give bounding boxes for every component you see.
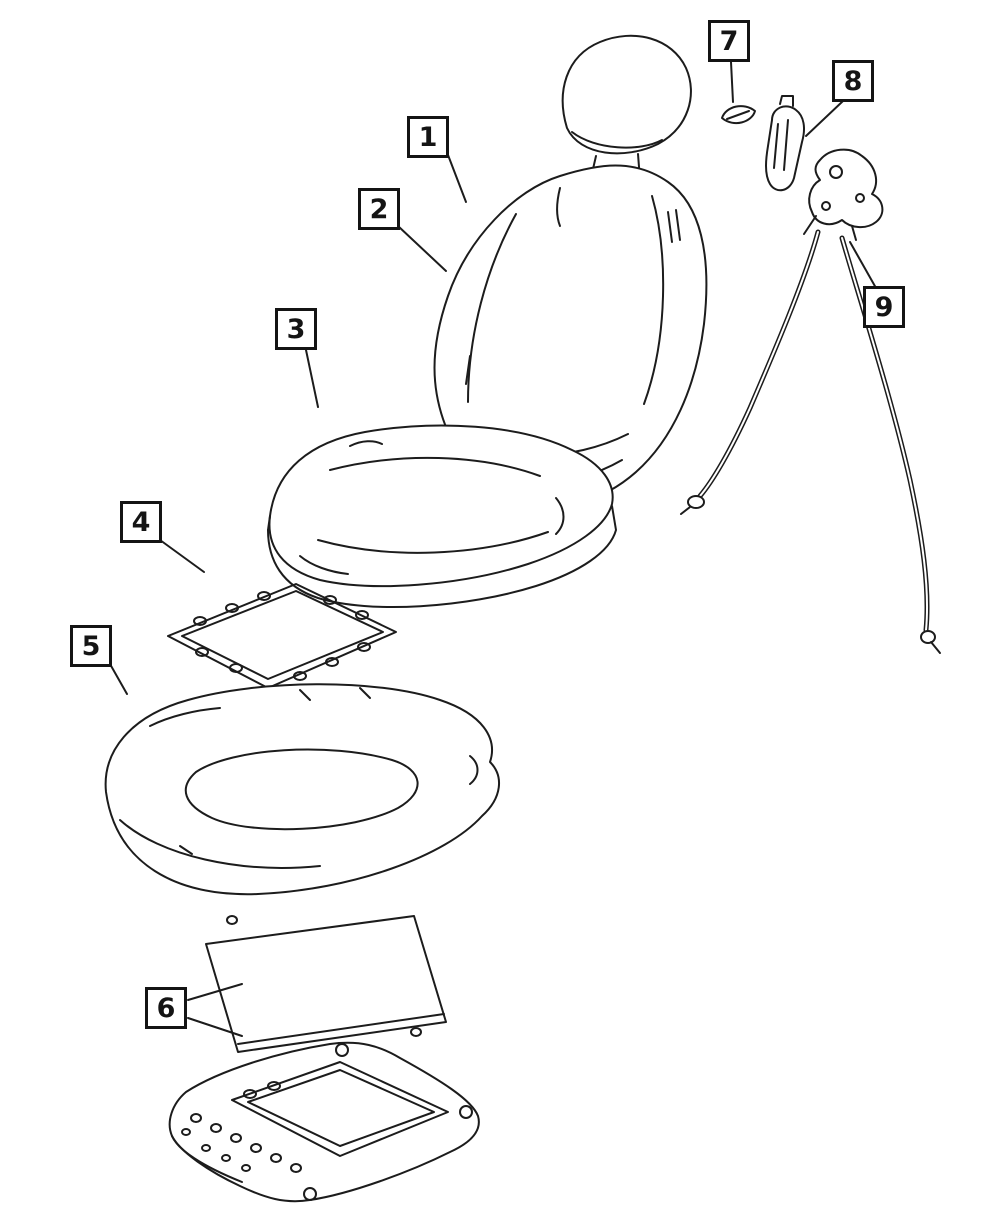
callout-8: 8 — [832, 60, 874, 102]
callout-1: 1 — [407, 116, 449, 158]
callout-2-label: 2 — [369, 193, 389, 225]
callout-5-label: 5 — [81, 630, 101, 662]
foam-cushion-drawing — [104, 683, 501, 896]
callout-6-label: 6 — [156, 992, 176, 1024]
wire-frame-drawing — [167, 583, 397, 689]
callout-9: 9 — [863, 286, 905, 328]
seat-pan-drawing — [205, 915, 447, 1053]
callout-4-label: 4 — [131, 506, 151, 538]
callout-8-label: 8 — [843, 65, 863, 97]
recliner-mechanism-drawing — [803, 148, 884, 241]
leader-lines — [109, 61, 877, 1037]
recliner-cap-drawing — [721, 105, 756, 125]
callout-6: 6 — [145, 987, 187, 1029]
callout-7-label: 7 — [719, 25, 739, 57]
callout-5: 5 — [70, 625, 112, 667]
recliner-cable-left-drawing — [680, 229, 821, 515]
recliner-cable-right-drawing — [839, 235, 941, 654]
callout-9-label: 9 — [874, 291, 894, 323]
seat-back-cushion-drawing — [267, 424, 617, 609]
callout-2: 2 — [358, 188, 400, 230]
callout-4: 4 — [120, 501, 162, 543]
callout-3: 3 — [275, 308, 317, 350]
callout-3-label: 3 — [286, 313, 306, 345]
callout-7: 7 — [708, 20, 750, 62]
seat-back-drawing — [433, 34, 708, 508]
callout-1-label: 1 — [418, 121, 438, 153]
track-assembly-drawing — [168, 1041, 480, 1203]
recliner-bracket-drawing — [765, 95, 805, 192]
